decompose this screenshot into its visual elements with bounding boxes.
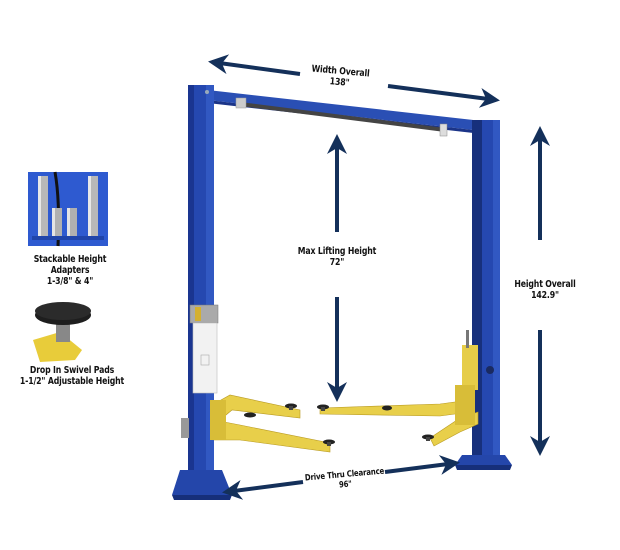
overhead-beam	[190, 88, 500, 137]
swivel-pads-detail: 1-1/2" Adjustable Height	[19, 376, 125, 387]
max-lifting-height-value: 72"	[329, 257, 345, 268]
swivel-pads-title: Drop In Swivel Pads	[29, 365, 115, 376]
height-overall-label: Height Overall 142.9"	[504, 279, 586, 301]
drive-thru-clearance-arrow	[222, 455, 460, 500]
height-adapters-detail: 1-3/8" & 4"	[46, 276, 94, 287]
height-adapters-image	[28, 171, 108, 247]
width-overall-arrow	[208, 54, 500, 108]
height-adapters-caption: Stackable Height Adapters 1-3/8" & 4"	[14, 254, 126, 287]
right-post	[455, 120, 512, 470]
max-lifting-height-title: Max Lifting Height	[297, 246, 377, 257]
swivel-pad-image	[33, 302, 91, 362]
height-adapters-title: Stackable Height Adapters	[33, 254, 107, 276]
left-lift-arms	[210, 394, 335, 453]
left-post	[172, 85, 232, 500]
right-lift-arms	[317, 385, 479, 447]
height-overall-title: Height Overall	[514, 279, 576, 290]
max-lifting-height-label: Max Lifting Height 72"	[288, 246, 386, 268]
height-overall-value: 142.9"	[531, 290, 559, 301]
swivel-pads-caption: Drop In Swivel Pads 1-1/2" Adjustable He…	[16, 365, 128, 387]
